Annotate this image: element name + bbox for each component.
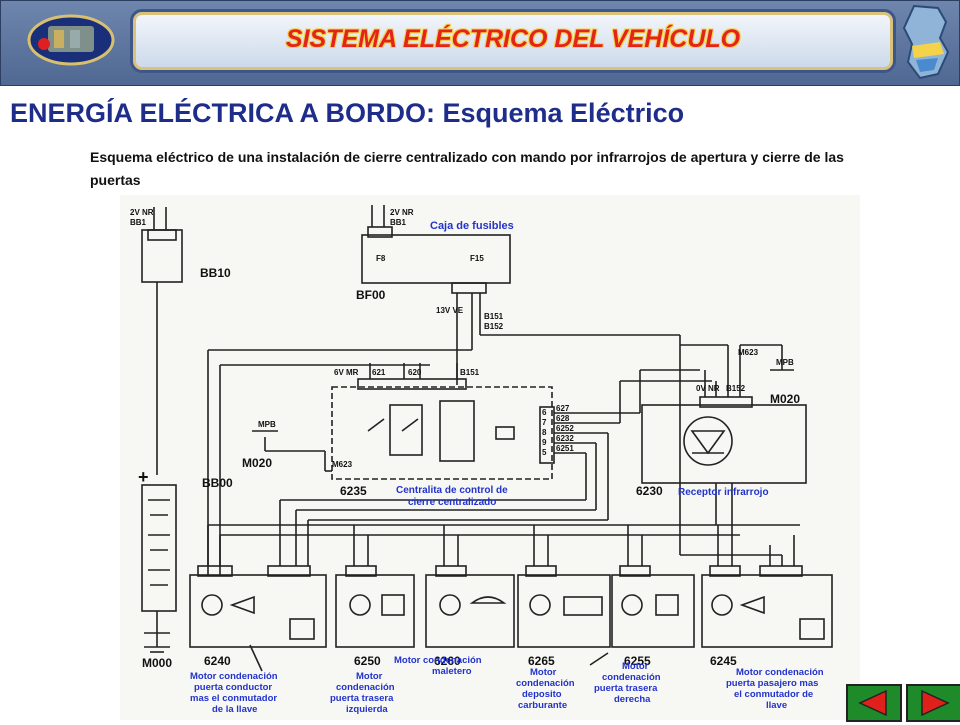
m6255-desc-2: condenación — [602, 672, 661, 683]
triangle-right-icon — [921, 689, 950, 717]
bf00-label: BF00 — [356, 288, 386, 302]
battery-plus-sign: + — [138, 467, 149, 487]
m6245-desc-3: el conmutador de — [734, 689, 813, 700]
m6250-desc-3: puerta trasera — [330, 693, 394, 704]
m000-label: M000 — [142, 656, 172, 670]
m6255-desc-3: puerta trasera — [594, 683, 658, 694]
pin-9: 9 — [542, 438, 547, 447]
title-banner: SISTEMA ELÉCTRICO DEL VEHÍCULO — [130, 9, 896, 73]
m020-right-label: M020 — [770, 392, 800, 406]
wiring-diagram: BB10 BF00 Caja de fusibles F8 F15 BB00 +… — [120, 195, 860, 720]
pin-5: 5 — [542, 448, 547, 457]
m6265-desc-3: deposito — [522, 689, 562, 700]
m6240-desc-1: Motor condenación — [190, 671, 278, 682]
c6230-desc: Receptor infrarrojo — [678, 487, 769, 498]
wire-b152: B152 — [726, 384, 746, 393]
wire-621: 621 — [372, 368, 386, 377]
slide-subtitle: ENERGÍA ELÉCTRICA A BORDO: Esquema Eléct… — [10, 98, 684, 129]
c6235-desc-2: cierre centralizado — [408, 497, 496, 508]
wire-m623-top: M623 — [738, 348, 759, 357]
m6255-label: 6255 — [624, 654, 651, 668]
pin-7: 7 — [542, 418, 547, 427]
m6245-desc-2: puerta pasajero mas — [726, 678, 818, 689]
region-map-logo-icon — [902, 4, 950, 80]
wire-b152: B152 — [484, 322, 504, 331]
fuse-f15-label: F15 — [470, 254, 484, 263]
wire-bb10-2v-nr: 2V NR — [130, 208, 154, 217]
bb10-label: BB10 — [200, 266, 231, 280]
pin-6: 6 — [542, 408, 547, 417]
c6235-label: 6235 — [340, 484, 367, 498]
m6255-desc-4: derecha — [614, 694, 651, 705]
m6245-desc-4: llave — [766, 700, 787, 711]
wire-6252: 6252 — [556, 424, 574, 433]
header-bar: SISTEMA ELÉCTRICO DEL VEHÍCULO — [0, 0, 960, 86]
fuse-f8-label: F8 — [376, 254, 386, 263]
c6230-label: 6230 — [636, 484, 663, 498]
m6250-desc-4: izquierda — [346, 704, 388, 715]
previous-slide-button[interactable] — [846, 684, 902, 722]
engine-logo-icon — [27, 14, 115, 66]
header-title: SISTEMA ELÉCTRICO DEL VEHÍCULO — [285, 25, 741, 53]
wire-bf00-bb1: BB1 — [390, 218, 407, 227]
wire-13v-ve: 13V VE — [436, 306, 464, 315]
wire-mpb-right: MPB — [776, 358, 794, 367]
wire-bb10-bb1: BB1 — [130, 218, 147, 227]
wire-m623: M623 — [332, 460, 353, 469]
subtitle-rest: Esquema Eléctrico — [435, 98, 685, 128]
m6245-label: 6245 — [710, 654, 737, 668]
slide-caption: Esquema eléctrico de una instalación de … — [90, 149, 844, 188]
m6260-desc-1: Motor condenación — [394, 655, 482, 666]
wire-6v-mr: 6V MR — [334, 368, 359, 377]
wire-628: 628 — [556, 414, 570, 423]
fuse-box-label: Caja de fusibles — [430, 220, 514, 232]
m6245-desc-1: Motor condenación — [736, 667, 824, 678]
triangle-left-icon — [858, 689, 887, 717]
fuse-box — [361, 234, 511, 284]
m6260-desc-2: maletero — [432, 666, 472, 677]
m6255-desc-1: Motor — [622, 661, 649, 672]
m6265-label: 6265 — [528, 654, 555, 668]
m6250-desc-2: condenación — [336, 682, 395, 693]
receptor-box — [641, 404, 807, 484]
wire-b151: B151 — [484, 312, 504, 321]
m6240-label: 6240 — [204, 654, 231, 668]
m6240-desc-4: de la llave — [212, 704, 257, 715]
wire-b151-c: B151 — [460, 368, 480, 377]
m6240-desc-3: mas el conmutador — [190, 693, 277, 704]
m6265-desc-1: Motor — [530, 667, 557, 678]
next-slide-button[interactable] — [906, 684, 960, 722]
wire-mpb-left: MPB — [258, 420, 276, 429]
m6250-label: 6250 — [354, 654, 381, 668]
m6260-label: 6260 — [434, 654, 461, 668]
subtitle-main: ENERGÍA ELÉCTRICA A BORDO: — [10, 98, 435, 128]
m020-left-label: M020 — [242, 456, 272, 470]
pin-8: 8 — [542, 428, 547, 437]
wire-0v-nr: 0V NR — [696, 384, 720, 393]
wire-6251: 6251 — [556, 444, 574, 453]
wire-620: 620 — [408, 368, 422, 377]
bb10-connector — [147, 229, 177, 241]
m6265-desc-2: condenación — [516, 678, 575, 689]
m6265-desc-4: carburante — [518, 700, 567, 711]
c6235-desc-1: Centralita de control de — [396, 485, 508, 496]
wire-bf00-2v-nr: 2V NR — [390, 208, 414, 217]
centralita-box — [331, 386, 553, 480]
bb00-label: BB00 — [202, 476, 233, 490]
m6250-desc-1: Motor — [356, 671, 383, 682]
diagram-background — [120, 195, 860, 720]
wire-627: 627 — [556, 404, 570, 413]
battery-box — [141, 484, 177, 612]
wire-6232: 6232 — [556, 434, 574, 443]
m6240-desc-2: puerta conductor — [194, 682, 272, 693]
